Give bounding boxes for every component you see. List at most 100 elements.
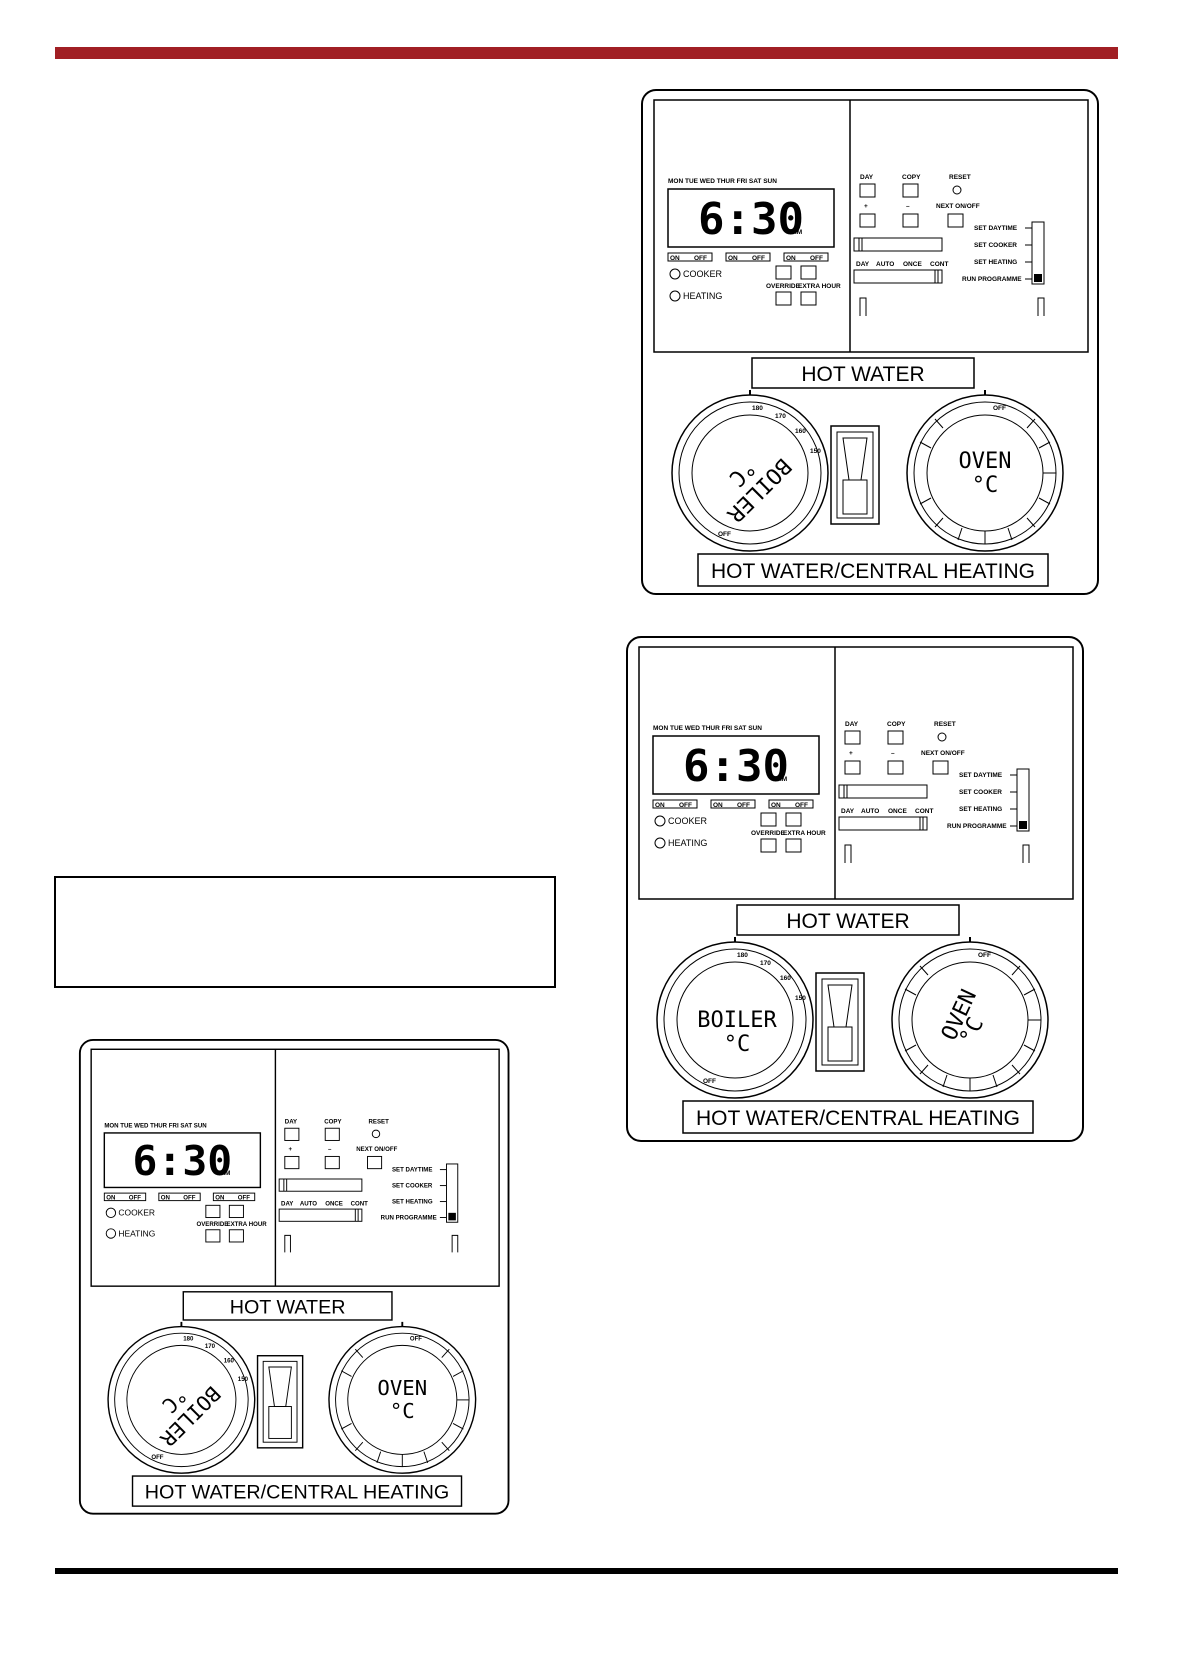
mode-slider[interactable] <box>853 269 943 284</box>
power-switch[interactable] <box>256 1355 304 1449</box>
next-on-off-button[interactable] <box>947 213 964 228</box>
power-switch[interactable] <box>815 972 865 1072</box>
oven-dial[interactable] <box>906 394 1064 552</box>
boiler-dial[interactable] <box>107 1325 256 1474</box>
svg-text:AUTO: AUTO <box>300 1200 317 1207</box>
hot-water-central-heating-label: HOT WATER/CENTRAL HEATING <box>711 560 1035 583</box>
cooker-button-1[interactable] <box>775 265 792 280</box>
time-display: 6:30 <box>698 194 804 245</box>
minus-label: – <box>328 1146 332 1153</box>
svg-text:SET DAYTIME: SET DAYTIME <box>959 772 1003 779</box>
minus-button[interactable] <box>887 760 904 775</box>
day-button[interactable] <box>284 1127 300 1141</box>
svg-text:ONCE: ONCE <box>325 1200 343 1207</box>
svg-text:ON: ON <box>655 802 665 809</box>
day-label: DAY <box>845 721 859 728</box>
extra-hour-button[interactable] <box>785 838 802 853</box>
svg-text:CONT: CONT <box>351 1200 369 1207</box>
svg-text:170: 170 <box>775 413 786 420</box>
day-button[interactable] <box>859 183 876 198</box>
program-slider-1[interactable] <box>853 237 943 252</box>
cooker-button-2[interactable] <box>785 812 802 827</box>
copy-button[interactable] <box>324 1127 340 1141</box>
heating-led-icon <box>669 290 681 302</box>
override-button[interactable] <box>760 838 777 853</box>
cooker-button-1[interactable] <box>760 812 777 827</box>
cooker-button-2[interactable] <box>228 1204 244 1219</box>
plus-button[interactable] <box>859 213 876 228</box>
oven-unit: °C <box>972 473 999 498</box>
svg-text:SET DAYTIME: SET DAYTIME <box>974 225 1018 232</box>
copy-button[interactable] <box>902 183 919 198</box>
day-label: DAY <box>860 174 874 181</box>
svg-text:180: 180 <box>183 1336 194 1343</box>
copy-button[interactable] <box>887 730 904 745</box>
minus-button[interactable] <box>902 213 919 228</box>
boiler-label: BOILER <box>697 1008 777 1033</box>
cooker-button-2[interactable] <box>800 265 817 280</box>
next-on-off-label: NEXT ON/OFF <box>936 203 980 210</box>
cooker-led-icon <box>669 268 681 280</box>
copy-label: COPY <box>887 721 906 728</box>
svg-text:ON: ON <box>713 802 723 809</box>
minus-button[interactable] <box>324 1155 340 1170</box>
boiler-dial[interactable] <box>656 941 814 1099</box>
function-selector[interactable] <box>446 1163 459 1223</box>
program-slider-1[interactable] <box>278 1178 363 1192</box>
reset-button[interactable] <box>952 185 962 195</box>
svg-text:OFF: OFF <box>183 1195 195 1202</box>
svg-text:AUTO: AUTO <box>861 808 879 815</box>
svg-text:SET COOKER: SET COOKER <box>974 242 1017 249</box>
mode-slider[interactable] <box>278 1208 363 1222</box>
oven-label: OVEN <box>959 449 1012 474</box>
hot-water-central-heating-label: HOT WATER/CENTRAL HEATING <box>696 1107 1020 1130</box>
svg-text:ON: ON <box>670 255 680 262</box>
svg-text:ON: ON <box>771 802 781 809</box>
plus-button[interactable] <box>284 1155 300 1170</box>
oven-dial[interactable] <box>891 941 1049 1099</box>
plus-button[interactable] <box>844 760 861 775</box>
next-on-off-button[interactable] <box>367 1155 383 1170</box>
reset-label: RESET <box>934 721 956 728</box>
reset-button[interactable] <box>371 1129 381 1139</box>
mode-slider[interactable] <box>838 816 928 831</box>
oven-dial[interactable] <box>328 1325 477 1474</box>
days-label: MON TUE WED THUR FRI SAT SUN <box>653 725 762 732</box>
svg-text:OFF: OFF <box>679 802 692 809</box>
reset-button[interactable] <box>937 732 947 742</box>
plus-label: + <box>849 750 853 757</box>
power-switch[interactable] <box>830 425 880 525</box>
svg-text:DAY: DAY <box>841 808 855 815</box>
hot-water-label: HOT WATER <box>801 363 924 386</box>
function-selector[interactable] <box>1031 221 1045 285</box>
extra-hour-button[interactable] <box>228 1229 244 1243</box>
override-button[interactable] <box>775 291 792 306</box>
extra-hour-label: EXTRA HOUR <box>798 283 841 290</box>
day-label: DAY <box>285 1119 297 1126</box>
hot-water-label: HOT WATER <box>786 910 909 933</box>
function-selector[interactable] <box>1016 768 1030 832</box>
svg-text:OFF: OFF <box>795 802 808 809</box>
svg-text:ON: ON <box>106 1195 115 1202</box>
override-button[interactable] <box>205 1229 221 1243</box>
am-label: AM <box>792 229 802 236</box>
next-on-off-button[interactable] <box>932 760 949 775</box>
svg-text:OFF: OFF <box>810 255 823 262</box>
heating-label: HEATING <box>683 291 722 301</box>
svg-text:SET HEATING: SET HEATING <box>392 1198 433 1205</box>
program-slider-1[interactable] <box>838 784 928 799</box>
cooker-button-1[interactable] <box>205 1204 221 1219</box>
oven-label: OVEN <box>377 1376 427 1400</box>
cooker-label: COOKER <box>118 1208 155 1218</box>
svg-text:ONCE: ONCE <box>903 261 922 268</box>
boiler-dial[interactable] <box>671 394 829 552</box>
svg-text:DAY: DAY <box>281 1200 293 1207</box>
svg-text:160: 160 <box>795 428 806 435</box>
extra-hour-button[interactable] <box>800 291 817 306</box>
note-box <box>54 876 556 988</box>
svg-text:AUTO: AUTO <box>876 261 894 268</box>
day-button[interactable] <box>844 730 861 745</box>
